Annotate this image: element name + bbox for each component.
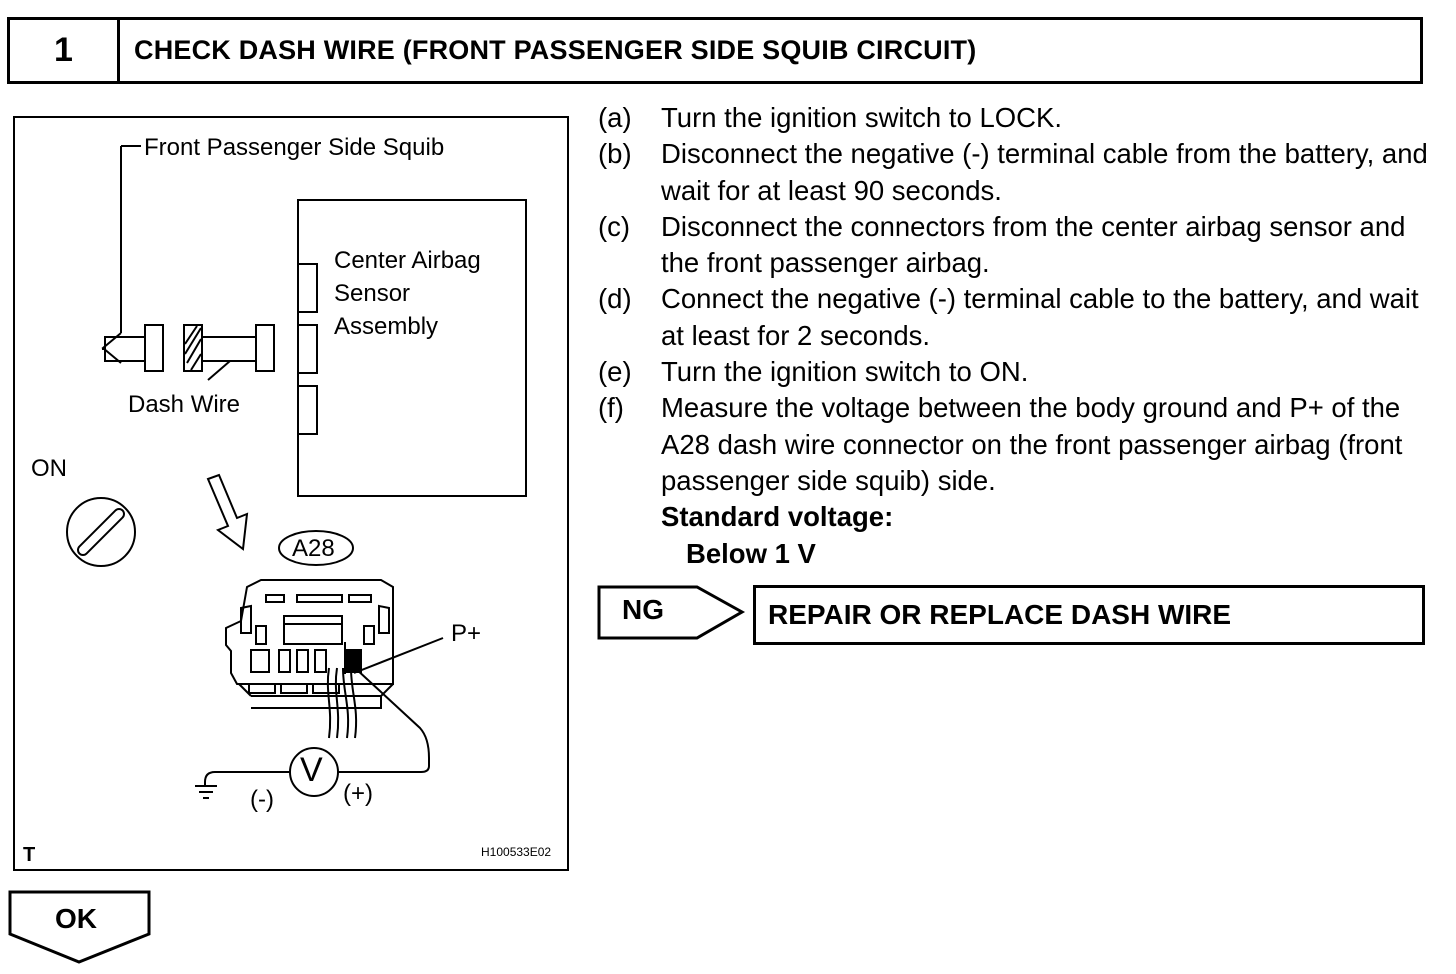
instruction-text: Measure the voltage between the body gro… [661, 392, 1403, 496]
dash-wire-label: Dash Wire [128, 391, 241, 418]
instruction-item: (a) Turn the ignition switch to LOCK. [598, 100, 1438, 136]
ignition-on-label: ON [31, 455, 67, 482]
voltmeter-icon [289, 747, 339, 797]
standard-value: Below 1 V [686, 537, 816, 569]
dash-wire-leader [207, 360, 231, 381]
meter-symbol: V [300, 751, 323, 789]
instruction-item: (b) Disconnect the negative (-) terminal… [598, 136, 1438, 209]
positive-lead [338, 667, 430, 773]
ng-label: NG [622, 594, 664, 625]
connector-label-oval [278, 530, 354, 566]
sensor-label-line1: Center Airbag [334, 247, 481, 274]
dash-wire-harness [201, 336, 257, 362]
instruction-letter: (c) [598, 210, 631, 242]
standard-label: Standard voltage: [661, 501, 894, 533]
instruction-letter: (b) [598, 138, 632, 170]
sensor-label-line3: Assembly [334, 313, 439, 340]
instruction-letter: (a) [598, 102, 632, 133]
instruction-letter: (d) [598, 283, 632, 315]
ng-action-text: REPAIR OR REPLACE DASH WIRE [768, 599, 1232, 630]
squib-connector [144, 324, 164, 372]
ok-label: OK [55, 903, 97, 934]
instruction-letter: (f) [598, 392, 624, 424]
ok-arrow-icon [8, 890, 151, 964]
instruction-item: (f) Measure the voltage between the body… [598, 390, 1438, 499]
instruction-text: Turn the ignition switch to ON. [661, 356, 1029, 388]
positive-label: (+) [343, 780, 373, 807]
squib-label: Front Passenger Side Squib [144, 134, 445, 161]
sensor-label-line2: Sensor [334, 280, 411, 307]
connector-label: A28 [292, 535, 335, 562]
corner-label: T [23, 844, 36, 866]
step-title: CHECK DASH WIRE (FRONT PASSENGER SIDE SQ… [134, 35, 977, 65]
instruction-letter: (e) [598, 356, 632, 388]
ignition-switch-icon [66, 497, 136, 567]
instruction-item: (c) Disconnect the connectors from the c… [598, 209, 1438, 282]
instruction-text: Turn the ignition switch to LOCK. [661, 102, 1062, 133]
probe-positive [342, 667, 350, 739]
ng-action-box: REPAIR OR REPLACE DASH WIRE [753, 585, 1425, 645]
sensor-connector-3 [297, 385, 318, 435]
instruction-list: (a) Turn the ignition switch to LOCK. (b… [598, 100, 1438, 572]
step-header: 1 CHECK DASH WIRE (FRONT PASSENGER SIDE … [7, 17, 1423, 84]
figure-code: H100533E02 [481, 845, 552, 859]
wiring-diagram: Front Passenger Side Squib Center Airbag… [13, 116, 569, 871]
terminal-label: P+ [451, 620, 482, 647]
direction-arrow-icon [206, 473, 249, 551]
probe-negative [326, 667, 332, 739]
instruction-text: Connect the negative (-) terminal cable … [661, 283, 1419, 351]
instruction-text: Disconnect the negative (-) terminal cab… [661, 138, 1428, 206]
negative-lead [204, 771, 290, 786]
sensor-connector-1 [297, 263, 318, 313]
dash-wire-connector-right [255, 324, 275, 372]
instruction-text: Disconnect the connectors from the cente… [661, 210, 1406, 279]
center-airbag-sensor-box [297, 199, 527, 497]
a28-connector-face [225, 579, 394, 709]
sensor-connector-2 [297, 324, 318, 374]
instruction-item: (d) Connect the negative (-) terminal ca… [598, 281, 1438, 354]
ng-arrow-icon [597, 585, 746, 640]
diagram-drawing [66, 145, 527, 799]
negative-label: (-) [250, 786, 274, 813]
p-plus-leader [353, 637, 444, 674]
step-number: 1 [10, 20, 120, 81]
instruction-item: (e) Turn the ignition switch to ON. [598, 354, 1438, 390]
